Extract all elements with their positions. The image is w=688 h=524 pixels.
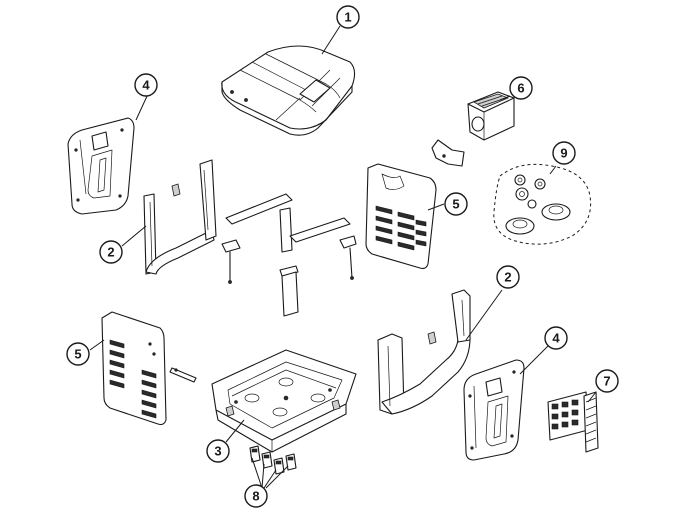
svg-text:2: 2 xyxy=(504,270,511,285)
part-1-top-cover xyxy=(221,45,356,136)
callout-5-upper: 5 xyxy=(444,192,468,216)
callout-4-right: 4 xyxy=(544,326,568,350)
svg-text:3: 3 xyxy=(214,444,221,459)
bracket-small xyxy=(431,139,465,167)
part-9-grommet-kit xyxy=(493,163,592,245)
svg-text:9: 9 xyxy=(560,146,567,161)
svg-text:7: 7 xyxy=(603,374,610,389)
svg-text:6: 6 xyxy=(517,81,524,96)
leader-lines xyxy=(89,25,597,489)
svg-text:4: 4 xyxy=(552,331,560,346)
callout-3: 3 xyxy=(206,439,230,463)
part-3-base-tray xyxy=(211,349,357,453)
callout-1: 1 xyxy=(336,5,360,29)
callout-2-left: 2 xyxy=(99,240,123,264)
part-8-feet xyxy=(249,445,297,475)
part-5-vented-panel-lower xyxy=(101,311,167,426)
part-4-side-panel-right xyxy=(463,359,525,461)
part-2-frame-right xyxy=(377,289,471,415)
part-2-frame-left xyxy=(143,159,357,317)
svg-text:4: 4 xyxy=(142,78,150,93)
latch-bar xyxy=(169,367,197,383)
callout-8: 8 xyxy=(244,484,268,508)
svg-text:5: 5 xyxy=(452,197,459,212)
callout-4-left: 4 xyxy=(134,73,158,97)
callout-6: 6 xyxy=(509,76,533,100)
callout-7: 7 xyxy=(595,369,619,393)
svg-text:5: 5 xyxy=(74,347,81,362)
part-5-vented-panel-upper xyxy=(365,163,437,270)
vent-slots-lower xyxy=(109,339,157,419)
callout-9: 9 xyxy=(552,141,576,165)
svg-text:1: 1 xyxy=(344,10,351,25)
callout-5-lower: 5 xyxy=(66,342,90,366)
part-4-side-panel-left xyxy=(67,117,135,215)
svg-text:2: 2 xyxy=(107,245,114,260)
callout-2-right: 2 xyxy=(496,265,520,289)
part-7-clip-set xyxy=(547,391,599,453)
svg-text:8: 8 xyxy=(252,489,259,504)
part-6-filter-box xyxy=(467,91,515,141)
vent-slots-upper xyxy=(375,205,427,251)
